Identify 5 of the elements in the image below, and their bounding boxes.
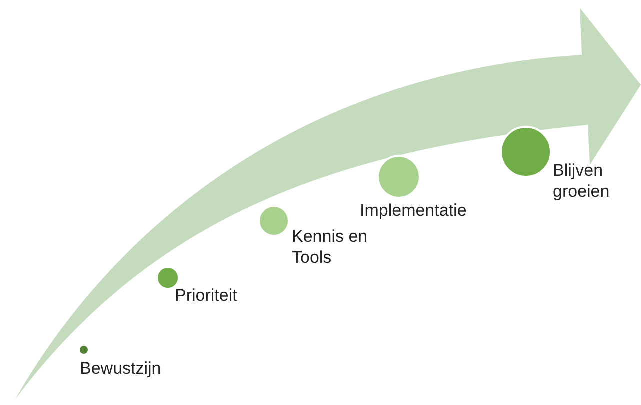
stage-label: Implementatie — [360, 200, 468, 221]
stage-label: Kennis en Tools — [292, 226, 369, 268]
stage-label: Bewustzijn — [80, 358, 162, 379]
stage-label: Blijven groeien — [553, 160, 611, 202]
stage-label: Prioriteit — [175, 285, 238, 306]
